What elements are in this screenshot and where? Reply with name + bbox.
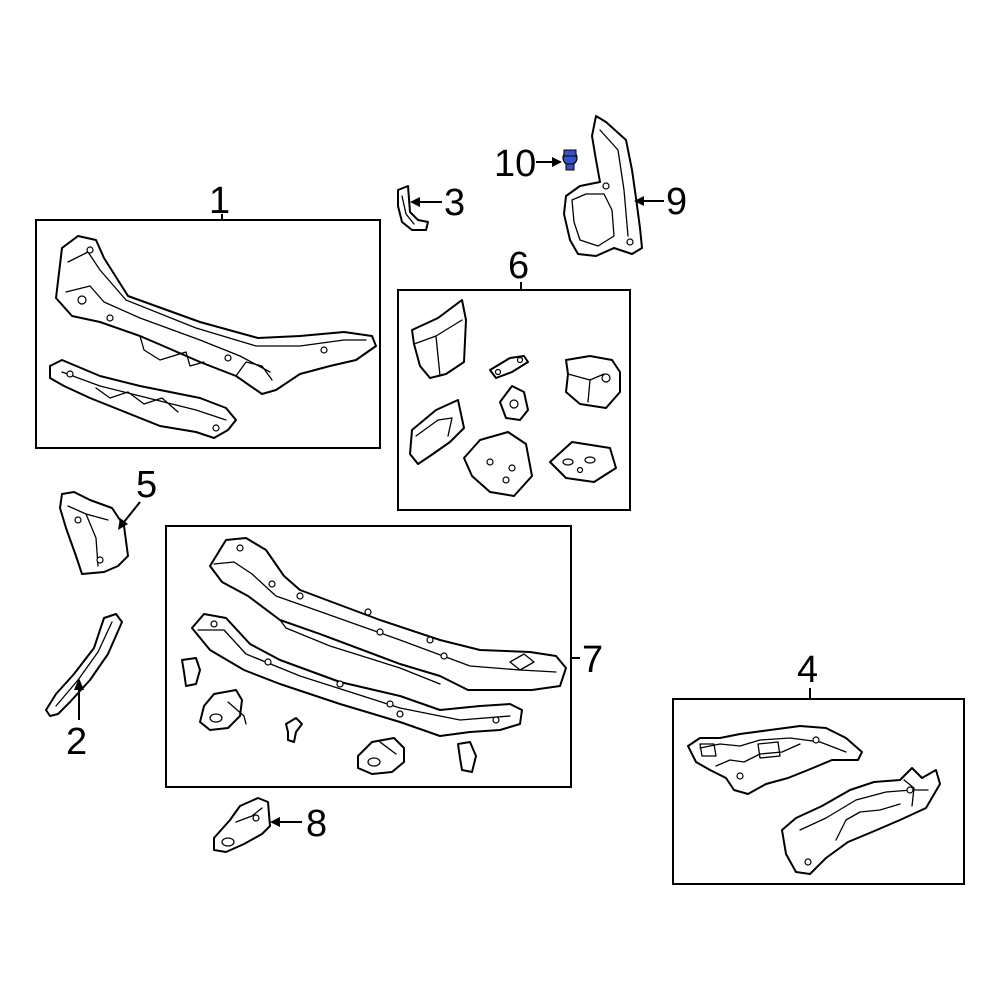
part-group-5[interactable]: 5	[59, 464, 157, 575]
callout-3[interactable]: 3	[444, 182, 465, 224]
bracket-3	[397, 185, 429, 231]
part-group-1[interactable]: 1	[35, 180, 381, 449]
leader-5	[123, 501, 141, 523]
callout-9[interactable]: 9	[666, 181, 687, 223]
clip-10	[562, 149, 578, 171]
part-group-2[interactable]: 2	[45, 613, 123, 763]
part-group-6[interactable]: 6	[397, 245, 631, 511]
part-box-7	[165, 525, 572, 788]
crossmember-lower	[191, 613, 523, 737]
callout-5[interactable]: 5	[136, 464, 157, 506]
callout-1[interactable]: 1	[209, 180, 230, 222]
part-box-1	[35, 219, 381, 449]
callout-10[interactable]: 10	[494, 143, 536, 185]
callout-2[interactable]: 2	[66, 721, 87, 763]
rod-2	[45, 613, 123, 717]
side-panel-lower	[781, 767, 941, 875]
part-group-8[interactable]: 8	[213, 797, 327, 853]
lower-tie-bar	[49, 359, 237, 439]
part-group-3[interactable]: 3	[397, 182, 465, 231]
part-group-9[interactable]: 9	[563, 115, 687, 257]
bolt	[285, 717, 303, 743]
upper-tie-bar	[55, 235, 377, 395]
part-group-4[interactable]: 4	[672, 649, 965, 885]
callout-4[interactable]: 4	[797, 649, 818, 691]
side-panel-upper	[687, 725, 863, 795]
crossmember-upper	[209, 537, 567, 691]
callout-6[interactable]: 6	[508, 245, 529, 287]
callout-7[interactable]: 7	[582, 639, 603, 681]
part-group-10[interactable]: 10	[494, 143, 578, 185]
part-box-6	[397, 289, 631, 511]
part-group-7[interactable]: 7	[165, 525, 603, 788]
part-box-4	[672, 698, 965, 885]
callout-8[interactable]: 8	[306, 803, 327, 845]
